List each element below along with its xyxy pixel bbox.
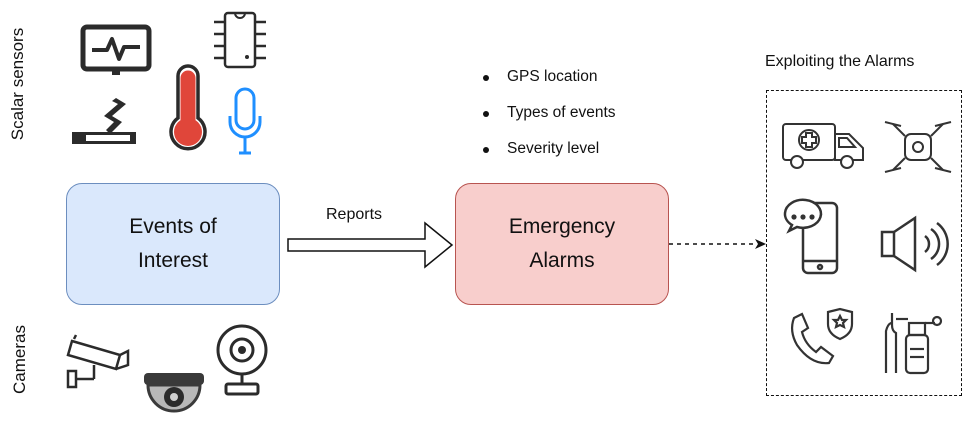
speaker-icon: [880, 215, 949, 273]
alarm-info-item: Severity level: [483, 135, 616, 171]
events-box-line2: Interest: [137, 249, 209, 272]
microchip-icon: [214, 11, 266, 69]
scalar-sensors-label: Scalar sensors: [8, 27, 27, 141]
alarms-box-line2: Alarms: [529, 249, 595, 272]
cigarette-smoke-icon: [72, 98, 136, 144]
police-phone-icon: [790, 307, 854, 365]
cctv-camera-icon: [66, 334, 130, 389]
alarm-info-item: GPS location: [483, 63, 616, 99]
alarm-info-item: Types of events: [483, 99, 616, 135]
reports-arrow: [287, 221, 454, 269]
exploit-frame: [766, 90, 962, 396]
ambulance-icon: [782, 123, 864, 169]
alarm-info-list: GPS location Types of events Severity le…: [483, 63, 616, 171]
alarms-box-line1: Emergency: [508, 215, 616, 238]
dome-camera-icon: [144, 373, 204, 413]
thermometer-icon: [169, 64, 207, 151]
cameras-label: Cameras: [10, 325, 29, 394]
emergency-alarms-box: Emergency Alarms: [455, 183, 669, 305]
exploit-title: Exploiting the Alarms: [765, 53, 915, 70]
webcam-icon: [216, 324, 268, 396]
heart-monitor-icon: [80, 24, 152, 75]
smartphone-chat-icon: [783, 198, 839, 275]
microphone-icon: [228, 87, 262, 155]
events-box-line1: Events of: [129, 215, 217, 238]
fire-extinguisher-icon: [884, 313, 943, 375]
drone-icon: [884, 121, 952, 173]
dashed-arrow: [669, 239, 766, 249]
events-of-interest-box: Events of Interest: [66, 183, 280, 305]
reports-label: Reports: [326, 206, 383, 223]
